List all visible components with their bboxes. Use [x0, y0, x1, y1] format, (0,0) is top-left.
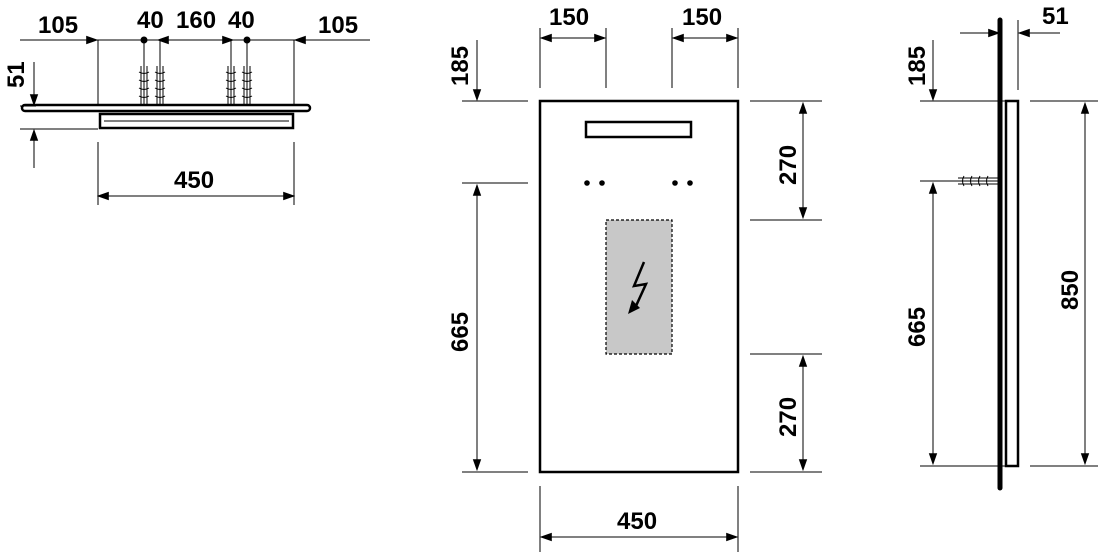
front-dim-150-right: 150: [682, 4, 722, 31]
front-dim-270-bottom: 270: [775, 397, 802, 437]
front-dim-185: 185: [447, 46, 474, 86]
mount-hole: [599, 180, 605, 186]
side-view: 51 185 665 850: [904, 3, 1098, 491]
top-dim-105-left: 105: [38, 12, 78, 39]
top-dim-51: 51: [3, 61, 30, 88]
front-dim-450: 450: [617, 508, 657, 535]
front-dim-665: 665: [447, 312, 474, 352]
top-dim-40-right: 40: [228, 7, 255, 34]
top-dim-105-right: 105: [318, 12, 358, 39]
wall-anchor: [241, 66, 253, 104]
wall-anchor: [154, 66, 166, 104]
mount-hole: [672, 180, 678, 186]
front-view: 150 150 185 665 270 270 450: [447, 4, 822, 552]
mount-hole: [584, 180, 590, 186]
electrical-hazard-icon: [628, 261, 649, 314]
side-dim-185: 185: [904, 46, 931, 86]
wall-anchor: [138, 66, 150, 104]
light-bar-front: [584, 120, 693, 139]
side-dim-51: 51: [1042, 3, 1069, 30]
side-dim-665: 665: [904, 307, 931, 347]
top-dim-160: 160: [176, 7, 216, 34]
electrical-zone: [605, 219, 673, 355]
side-dim-850: 850: [1057, 270, 1084, 310]
mirror-front: [538, 99, 740, 474]
mount-hole: [687, 180, 693, 186]
front-dim-270-top: 270: [775, 145, 802, 185]
top-dim-40-left: 40: [137, 7, 164, 34]
top-dim-450: 450: [174, 167, 214, 194]
wall-anchor: [225, 66, 237, 104]
light-bar-side: [1004, 99, 1020, 468]
top-view: 105 40 160 40 105: [3, 7, 370, 205]
mirror-plate-top: [20, 103, 312, 113]
light-bar-top: [98, 112, 295, 130]
front-dim-150-left: 150: [549, 4, 589, 31]
